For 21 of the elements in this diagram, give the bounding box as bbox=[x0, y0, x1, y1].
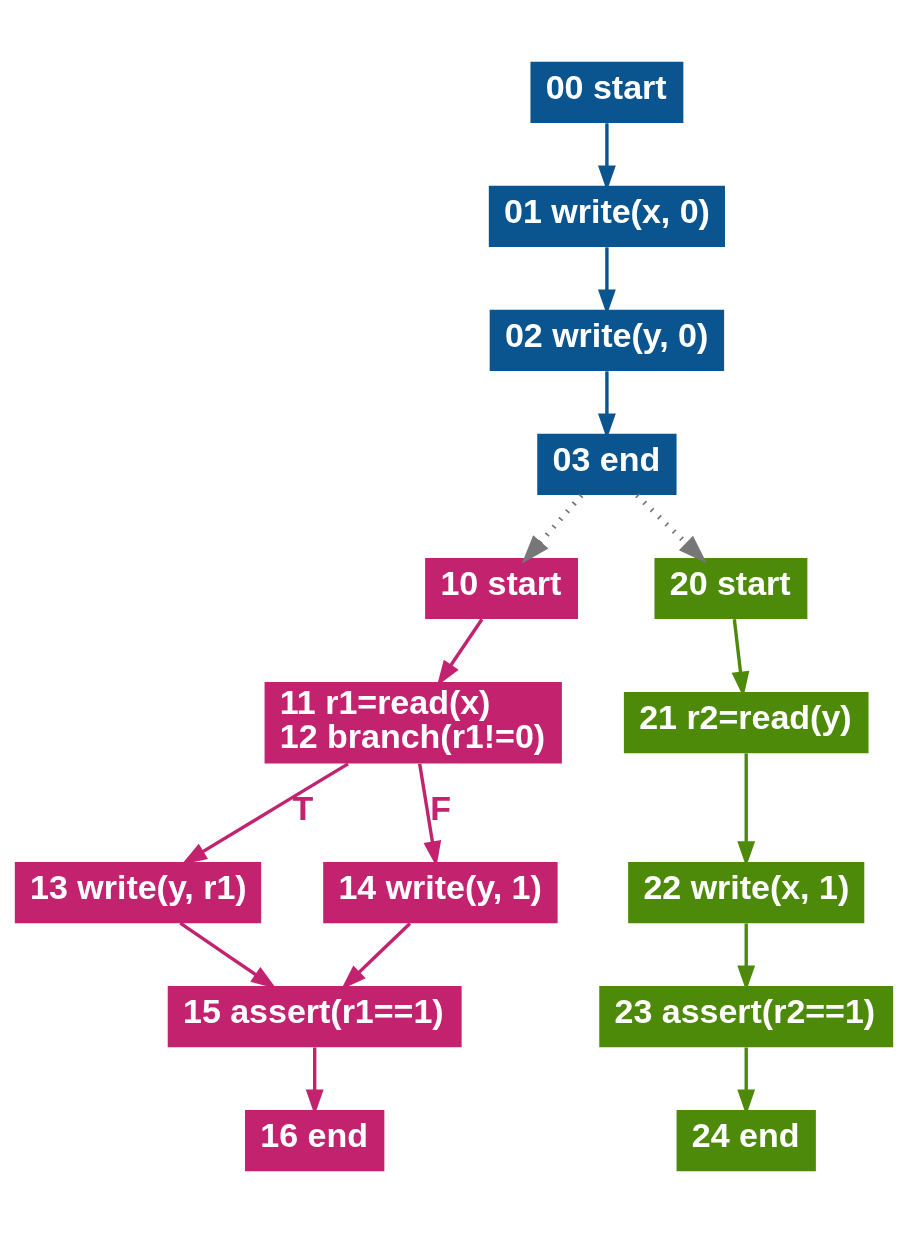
node-box: 24 end bbox=[676, 1110, 816, 1172]
arrow bbox=[181, 762, 349, 865]
node-box: 23 assert(r2==1) bbox=[599, 986, 894, 1048]
edge-label: F bbox=[430, 788, 451, 827]
node-box: 02 write(y, 0) bbox=[489, 309, 725, 371]
node-box: 10 start bbox=[425, 557, 578, 620]
node-box: 16 end bbox=[245, 1110, 385, 1172]
node-box: 20 start bbox=[654, 557, 808, 620]
node-box: 13 write(y, r1) bbox=[14, 862, 262, 924]
arrow bbox=[179, 921, 277, 989]
arrow bbox=[521, 493, 584, 564]
node-box: 03 end bbox=[537, 433, 677, 496]
arrow bbox=[635, 493, 707, 564]
node-box: 14 write(y, 1) bbox=[323, 862, 558, 924]
node-box: 15 assert(r1==1) bbox=[167, 986, 462, 1048]
node-box: 01 write(x, 0) bbox=[488, 185, 725, 247]
node-box: 22 write(x, 1) bbox=[628, 862, 865, 924]
node-box: 11 r1=read(x) 12 branch(r1!=0) bbox=[264, 681, 562, 764]
node-box: 21 r2=read(y) bbox=[623, 692, 869, 754]
edge-label: T bbox=[292, 788, 314, 827]
node-box: 00 start bbox=[530, 61, 684, 123]
